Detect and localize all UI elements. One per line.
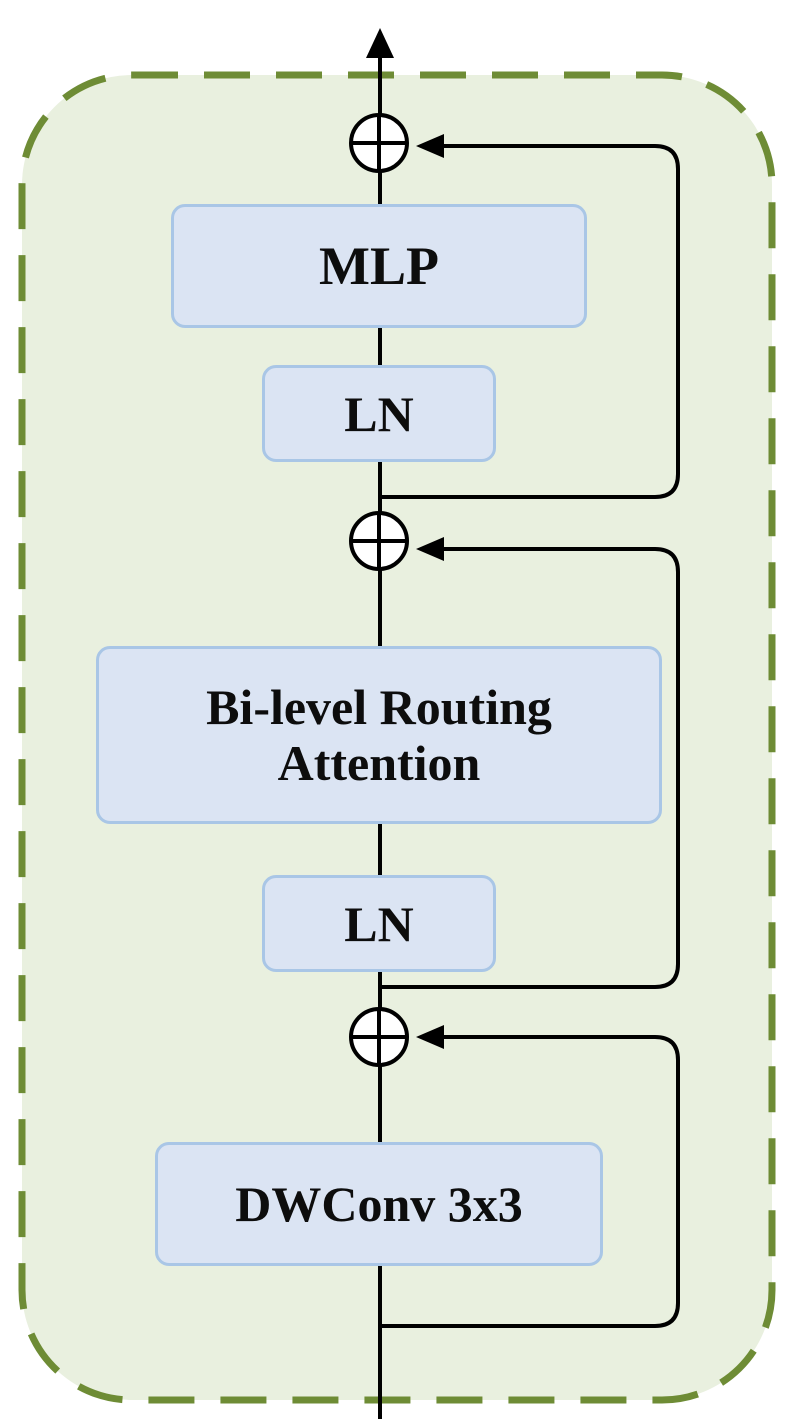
skip-connection-mlp (380, 144, 680, 499)
skip-arrowhead-mlp-icon (416, 134, 444, 158)
mlp-block: MLP (171, 204, 587, 328)
dwconv-block: DWConv 3x3 (155, 1142, 603, 1266)
ln-top-label: LN (344, 385, 414, 442)
skip-arrowhead-attention-icon (416, 537, 444, 561)
attention-label-line2: Attention (277, 735, 481, 791)
attention-label-line1: Bi-level Routing (206, 679, 552, 735)
mlp-label: MLP (319, 235, 439, 296)
dwconv-label: DWConv 3x3 (235, 1176, 523, 1232)
skip-connection-dwconv (380, 1035, 680, 1328)
skip-connection-attention (380, 547, 680, 989)
add-circle-icon (349, 1007, 409, 1067)
output-arrow-icon (366, 28, 394, 58)
ln-bottom-label: LN (344, 895, 414, 952)
layer-norm-block-top: LN (262, 365, 496, 462)
add-circle-icon (349, 511, 409, 571)
add-circle-icon (349, 113, 409, 173)
bi-level-routing-attention-block: Bi-level Routing Attention (96, 646, 662, 824)
skip-arrowhead-dwconv-icon (416, 1025, 444, 1049)
layer-norm-block-bottom: LN (262, 875, 496, 972)
